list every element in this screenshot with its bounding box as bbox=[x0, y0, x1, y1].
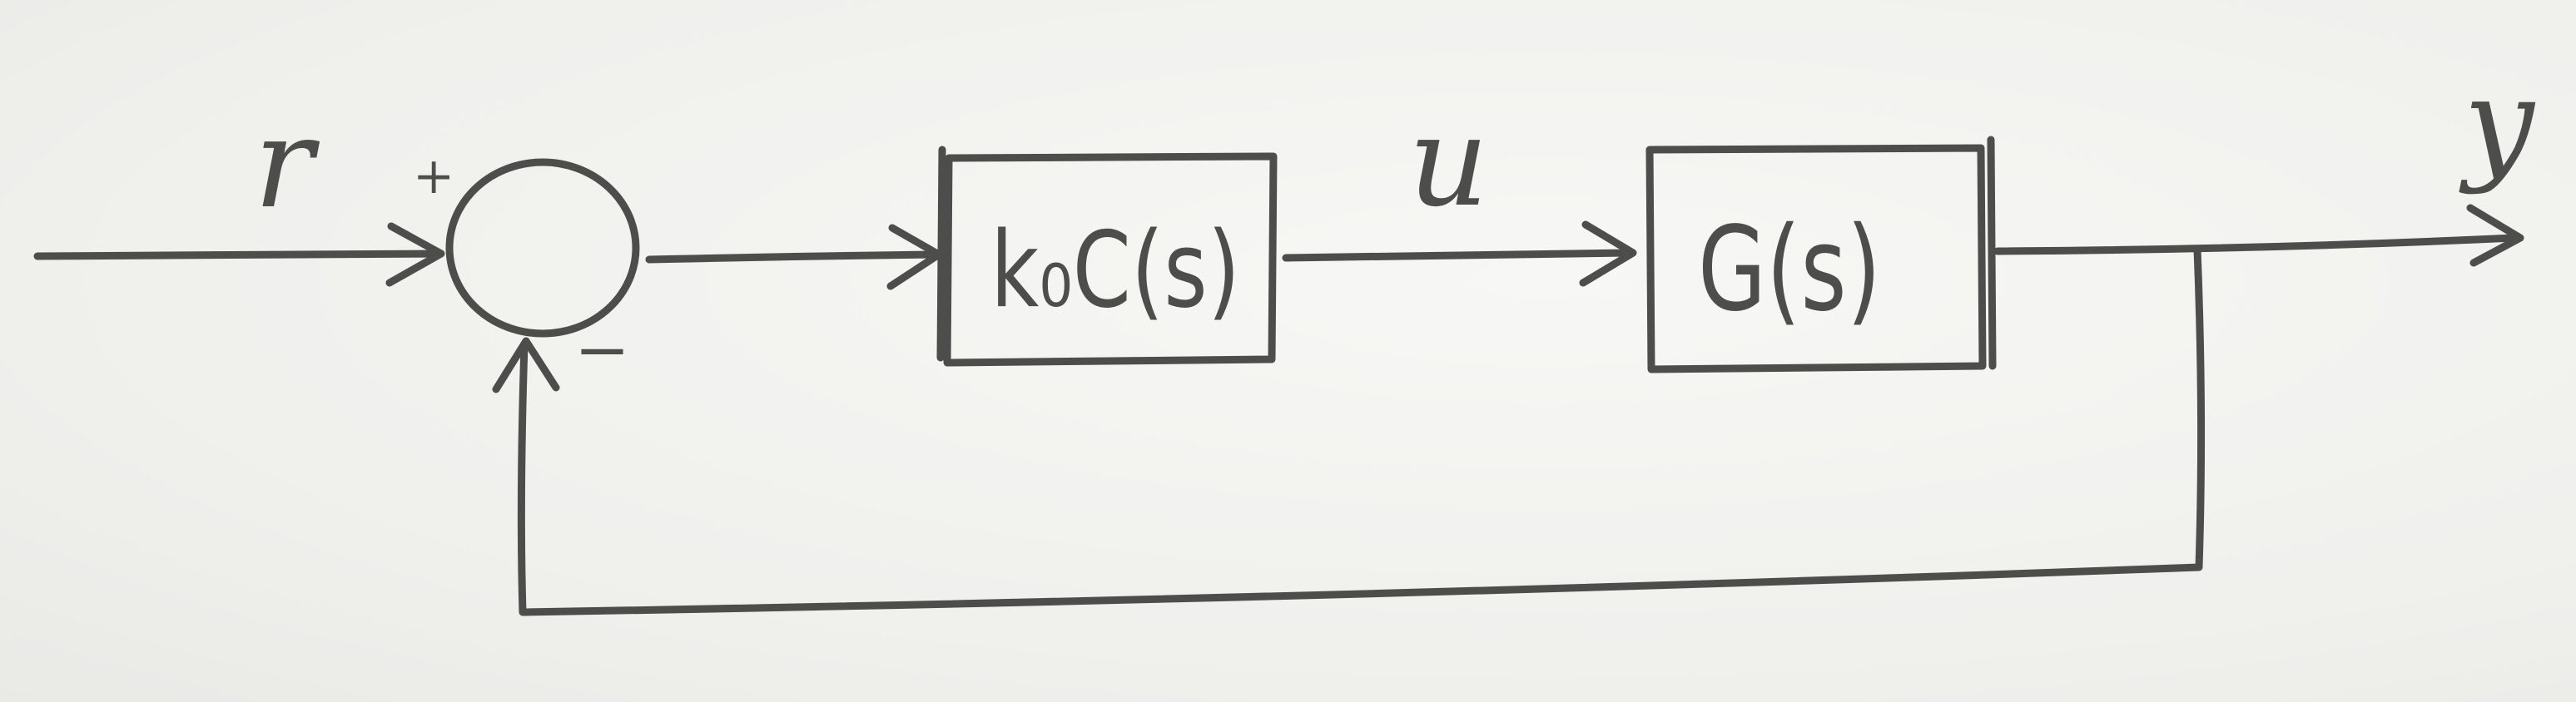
controller-block bbox=[943, 152, 1278, 367]
signal-label-u: u bbox=[1408, 90, 1489, 235]
controller-label: k₀C(s) bbox=[990, 209, 1240, 331]
output-arrowhead bbox=[2466, 204, 2524, 267]
controller-block-left-tick bbox=[936, 146, 946, 362]
signal-label-r: r bbox=[254, 91, 320, 236]
output-line bbox=[1993, 234, 2518, 255]
plus-sign: + bbox=[413, 147, 454, 205]
minus-sign: − bbox=[574, 311, 630, 388]
control-line bbox=[1282, 249, 1631, 262]
feedback-line bbox=[517, 245, 2206, 616]
plant-block bbox=[1645, 144, 1987, 373]
input-line bbox=[33, 250, 437, 260]
control-arrowhead bbox=[1579, 220, 1637, 287]
signal-label-y: y bbox=[2459, 52, 2536, 196]
plant-label: G(s) bbox=[1698, 202, 1881, 338]
feedback-arrowhead bbox=[492, 337, 560, 393]
error-line bbox=[645, 250, 936, 264]
input-arrowhead bbox=[385, 222, 445, 287]
plant-block-right-tick bbox=[1987, 136, 1997, 370]
summing-junction bbox=[445, 158, 640, 338]
